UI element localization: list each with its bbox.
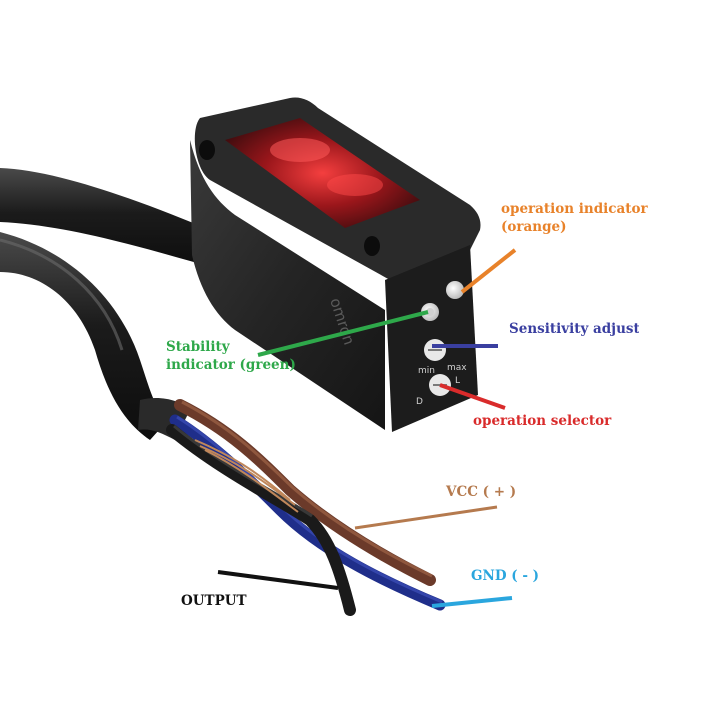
vcc-line (354, 505, 498, 530)
svg-text:min: min (418, 366, 435, 376)
operation-indicator-line (460, 248, 517, 294)
sensitivity-adjuster-label: Sensitivity adjuster (509, 321, 639, 337)
shield-strands (194, 439, 299, 513)
output-line (217, 570, 339, 590)
upper-cable (0, 168, 215, 268)
operation-selector-label: operation selector (473, 413, 612, 429)
operation-indicator-line1: operation indicator (501, 201, 648, 217)
stability-indicator-line2: indicator (green) (166, 357, 296, 373)
stability-indicator-line1: Stability (166, 339, 230, 355)
brown-wire (174, 399, 436, 586)
gnd-label: GND ( - ) (471, 568, 540, 584)
stability-indicator-line (257, 310, 429, 357)
operation-selector-line (439, 383, 506, 410)
gnd-line (431, 596, 513, 608)
sensor-body: omron min max L D (190, 97, 481, 432)
svg-text:L: L (455, 376, 460, 386)
operation-indicator-line2: (orange) (501, 219, 567, 235)
output-label: OUTPUT (181, 593, 247, 609)
black-wire (166, 424, 356, 616)
stability-indicator-label: Stability indicator (green) (166, 338, 296, 374)
main-cable (0, 232, 168, 440)
vcc-label: VCC ( + ) (446, 484, 517, 500)
operation-indicator-label: operation indicator (orange) (501, 200, 648, 236)
operation-led (446, 281, 464, 299)
svg-text:D: D (416, 397, 423, 407)
svg-text:max: max (447, 363, 467, 373)
